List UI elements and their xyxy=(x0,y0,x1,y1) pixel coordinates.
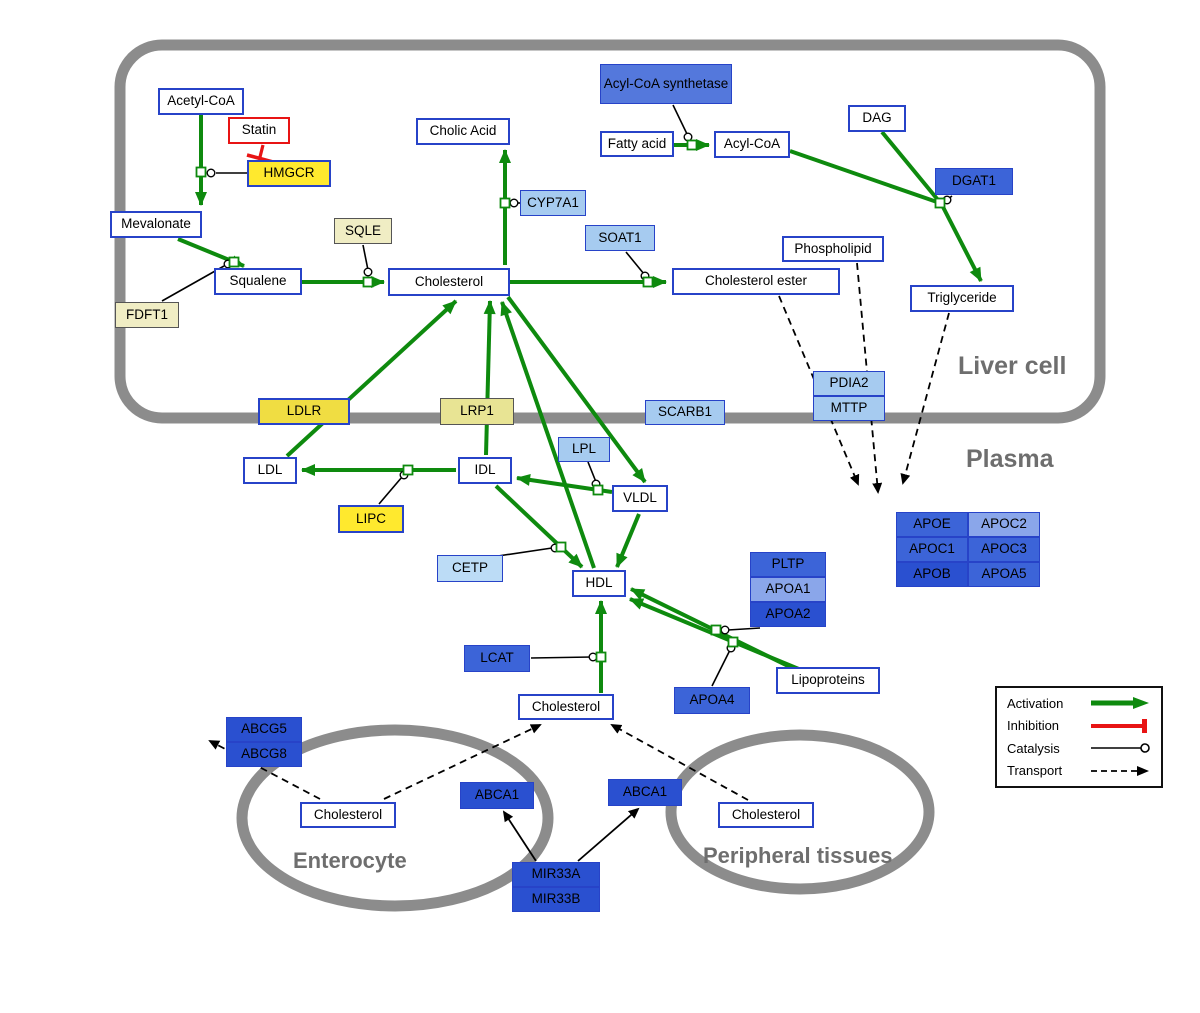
catalysis-circle-icon xyxy=(1091,743,1150,754)
node-apoc2[interactable]: APOC2 xyxy=(968,512,1040,537)
node-lcat[interactable]: LCAT xyxy=(464,645,530,672)
node-apoa1[interactable]: APOA1 xyxy=(750,577,826,602)
node-cholesterol-ester[interactable]: Cholesterol ester xyxy=(672,268,840,295)
node-lrp1[interactable]: LRP1 xyxy=(440,398,514,425)
node-ldl[interactable]: LDL xyxy=(243,457,297,484)
node-triglyceride[interactable]: Triglyceride xyxy=(910,285,1014,312)
node-phospholipid[interactable]: Phospholipid xyxy=(782,236,884,262)
node-hdl[interactable]: HDL xyxy=(572,570,626,597)
node-mttp[interactable]: MTTP xyxy=(813,396,885,421)
node-apoe[interactable]: APOE xyxy=(896,512,968,537)
node-abca1-enterocyte[interactable]: ABCA1 xyxy=(460,782,534,809)
node-idl[interactable]: IDL xyxy=(458,457,512,484)
node-cyp7a1[interactable]: CYP7A1 xyxy=(520,190,586,216)
node-lpl[interactable]: LPL xyxy=(558,437,610,462)
node-apoc3[interactable]: APOC3 xyxy=(968,537,1040,562)
node-apoa4[interactable]: APOA4 xyxy=(674,687,750,714)
node-apob[interactable]: APOB xyxy=(896,562,968,587)
enterocyte-label: Enterocyte xyxy=(293,848,407,873)
legend-inhibition-row: Inhibition xyxy=(1007,718,1151,734)
node-acetyl-coa[interactable]: Acetyl-CoA xyxy=(158,88,244,115)
liver-cell-label: Liver cell xyxy=(958,352,1067,380)
node-dag[interactable]: DAG xyxy=(848,105,906,132)
node-cetp[interactable]: CETP xyxy=(437,555,503,582)
activation-arrow-icon xyxy=(1091,697,1149,709)
enterocyte-membrane xyxy=(236,724,554,912)
node-hmgcr[interactable]: HMGCR xyxy=(247,160,331,187)
node-fatty-acid[interactable]: Fatty acid xyxy=(600,131,674,157)
legend: Activation Inhibition Catalysis Transpor… xyxy=(995,686,1163,788)
node-cholesterol-enterocyte[interactable]: Cholesterol xyxy=(300,802,396,828)
node-mir33b[interactable]: MIR33B xyxy=(512,887,600,912)
node-cholesterol-plasma[interactable]: Cholesterol xyxy=(518,694,614,720)
node-apoa5[interactable]: APOA5 xyxy=(968,562,1040,587)
legend-transport-label: Transport xyxy=(1007,763,1063,779)
node-cholesterol-peripheral[interactable]: Cholesterol xyxy=(718,802,814,828)
node-abca1-peripheral[interactable]: ABCA1 xyxy=(608,779,682,806)
plasma-label: Plasma xyxy=(966,445,1054,473)
node-sqle[interactable]: SQLE xyxy=(334,218,392,244)
reaction-nodes xyxy=(195,139,946,663)
node-squalene[interactable]: Squalene xyxy=(214,268,302,295)
legend-catalysis-row: Catalysis xyxy=(1007,740,1151,756)
node-lipc[interactable]: LIPC xyxy=(338,505,404,533)
node-abcg5[interactable]: ABCG5 xyxy=(226,717,302,742)
node-vldl[interactable]: VLDL xyxy=(612,485,668,512)
node-mir33a[interactable]: MIR33A xyxy=(512,862,600,887)
node-pdia2[interactable]: PDIA2 xyxy=(813,371,885,396)
peripheral-tissues-label: Peripheral tissues xyxy=(703,843,893,868)
node-dgat1[interactable]: DGAT1 xyxy=(935,168,1013,195)
legend-activation-row: Activation xyxy=(1007,695,1151,711)
node-pltp[interactable]: PLTP xyxy=(750,552,826,577)
legend-activation-label: Activation xyxy=(1007,695,1064,711)
legend-catalysis-label: Catalysis xyxy=(1007,740,1060,756)
node-acyl-coa[interactable]: Acyl-CoA xyxy=(714,131,790,158)
legend-inhibition-label: Inhibition xyxy=(1007,718,1060,734)
node-statin[interactable]: Statin xyxy=(228,117,290,144)
node-scarb1[interactable]: SCARB1 xyxy=(645,400,725,425)
node-apoa2[interactable]: APOA2 xyxy=(750,602,826,627)
activation-edges xyxy=(177,103,983,693)
node-cholesterol-liver[interactable]: Cholesterol xyxy=(388,268,510,296)
node-cholic-acid[interactable]: Cholic Acid xyxy=(416,118,510,145)
inhibition-bar-icon xyxy=(1091,718,1147,733)
legend-transport-row: Transport xyxy=(1007,763,1151,779)
transport-arrow-icon xyxy=(1091,765,1149,776)
node-soat1[interactable]: SOAT1 xyxy=(585,225,655,251)
mir33-edges xyxy=(502,807,640,862)
node-lipoproteins[interactable]: Lipoproteins xyxy=(776,667,880,694)
node-abcg8[interactable]: ABCG8 xyxy=(226,742,302,767)
node-ldlr[interactable]: LDLR xyxy=(258,398,350,425)
node-mevalonate[interactable]: Mevalonate xyxy=(110,211,202,238)
node-acyl-coa-synthetase[interactable]: Acyl-CoA synthetase xyxy=(600,64,732,104)
node-fdft1[interactable]: FDFT1 xyxy=(115,302,179,328)
node-apoc1[interactable]: APOC1 xyxy=(896,537,968,562)
peripheral-membrane xyxy=(665,729,935,895)
